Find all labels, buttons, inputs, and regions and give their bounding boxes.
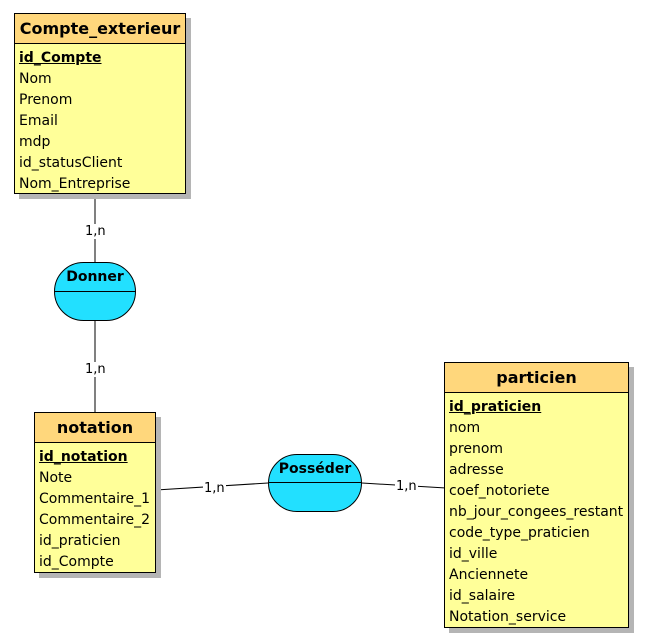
cardinality-label: 1,n [84, 224, 107, 239]
attribute: id_praticien [39, 533, 121, 549]
attribute: Nom_Entreprise [19, 176, 131, 192]
attribute: Email [19, 113, 58, 129]
attribute: Note [39, 470, 73, 486]
attribute: Commentaire_1 [39, 491, 151, 507]
entity-notation[interactable]: notation id_notation Note Commentaire_1 … [34, 412, 156, 573]
attribute: coef_notoriete [449, 483, 550, 499]
attribute: Commentaire_2 [39, 512, 151, 528]
attribute: Prenom [19, 92, 73, 108]
attribute: adresse [449, 462, 504, 478]
cardinality-label: 1,n [395, 479, 418, 494]
relation-donner[interactable]: Donner [54, 262, 136, 321]
attribute-list: id_Compte Nom Prenom Email mdp id_status… [15, 44, 185, 195]
entity-title: particien [445, 363, 628, 393]
attribute: code_type_praticien [449, 525, 590, 541]
entity-title: notation [35, 413, 155, 443]
attribute: mdp [19, 134, 51, 150]
primary-key-attribute: id_Compte [19, 50, 102, 66]
attribute: nom [449, 420, 481, 436]
relation-posseder[interactable]: Posséder [268, 454, 362, 512]
attribute: nb_jour_congees_restant [449, 504, 624, 520]
attribute: Notation_service [449, 609, 567, 625]
cardinality-label: 1,n [203, 481, 226, 496]
primary-key-attribute: id_praticien [449, 399, 542, 415]
attribute: Nom [19, 71, 52, 87]
entity-compte-exterieur[interactable]: Compte_exterieur id_Compte Nom Prenom Em… [14, 13, 186, 194]
relation-name: Posséder [269, 455, 361, 483]
attribute-list: id_praticien nom prenom adresse coef_not… [445, 393, 628, 628]
primary-key-attribute: id_notation [39, 449, 128, 465]
relation-name: Donner [55, 263, 135, 292]
cardinality-label: 1,n [84, 362, 107, 377]
attribute: id_salaire [449, 588, 516, 604]
attribute: id_Compte [39, 554, 114, 570]
attribute: Anciennete [449, 567, 529, 583]
attribute: id_statusClient [19, 155, 123, 171]
attribute-list: id_notation Note Commentaire_1 Commentai… [35, 443, 155, 573]
attribute: prenom [449, 441, 504, 457]
entity-title: Compte_exterieur [15, 14, 185, 44]
entity-particien[interactable]: particien id_praticien nom prenom adress… [444, 362, 629, 628]
attribute: id_ville [449, 546, 498, 562]
